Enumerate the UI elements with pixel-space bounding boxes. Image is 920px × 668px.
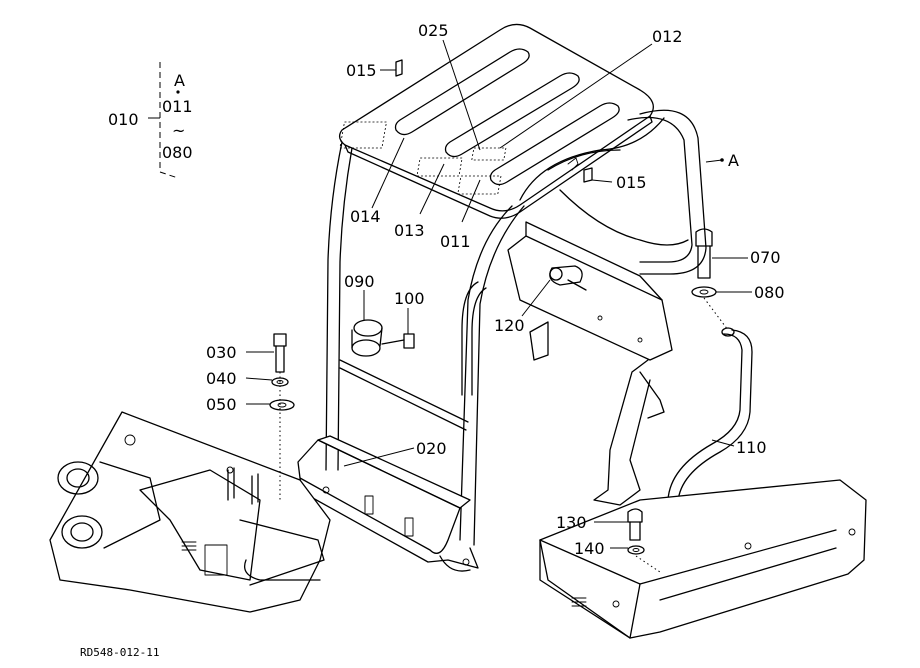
diagram-code: RD548-012-11 (80, 646, 159, 659)
label-120: 120 (494, 316, 525, 335)
counterweight-right (539, 479, 867, 639)
hardware (269, 59, 729, 573)
label-014: 014 (350, 207, 381, 226)
group-id-label: 010 (108, 110, 139, 129)
group-from-label: 011 (162, 97, 193, 116)
label-030: 030 (206, 343, 237, 362)
label-012: 012 (652, 27, 683, 46)
part-labels: 025 012 015 015 A 014 013 011 070 080 09… (206, 21, 785, 558)
label-100: 100 (394, 289, 425, 308)
label-020: 020 (416, 439, 447, 458)
label-025: 025 (418, 21, 449, 40)
group-top-label: A (174, 71, 185, 90)
label-011: 011 (440, 232, 471, 251)
canopy-frame (297, 109, 707, 572)
group-to-label: 080 (162, 143, 193, 162)
label-015-b: 015 (616, 173, 647, 192)
rear-support (507, 221, 673, 506)
swing-frame-left (49, 411, 331, 613)
leader-lines (245, 39, 752, 549)
canopy-roof (338, 23, 654, 219)
label-110: 110 (736, 438, 767, 457)
label-140: 140 (574, 539, 605, 558)
label-080: 080 (754, 283, 785, 302)
label-090: 090 (344, 272, 375, 291)
label-A: A (728, 151, 739, 170)
label-013: 013 (394, 221, 425, 240)
group-tilde-label: ~ (172, 121, 185, 140)
group-bracket: 010 A 011 ~ 080 (108, 62, 193, 179)
label-040: 040 (206, 369, 237, 388)
label-050: 050 (206, 395, 237, 414)
label-070: 070 (750, 248, 781, 267)
label-015-a: 015 (346, 61, 377, 80)
label-130: 130 (556, 513, 587, 532)
